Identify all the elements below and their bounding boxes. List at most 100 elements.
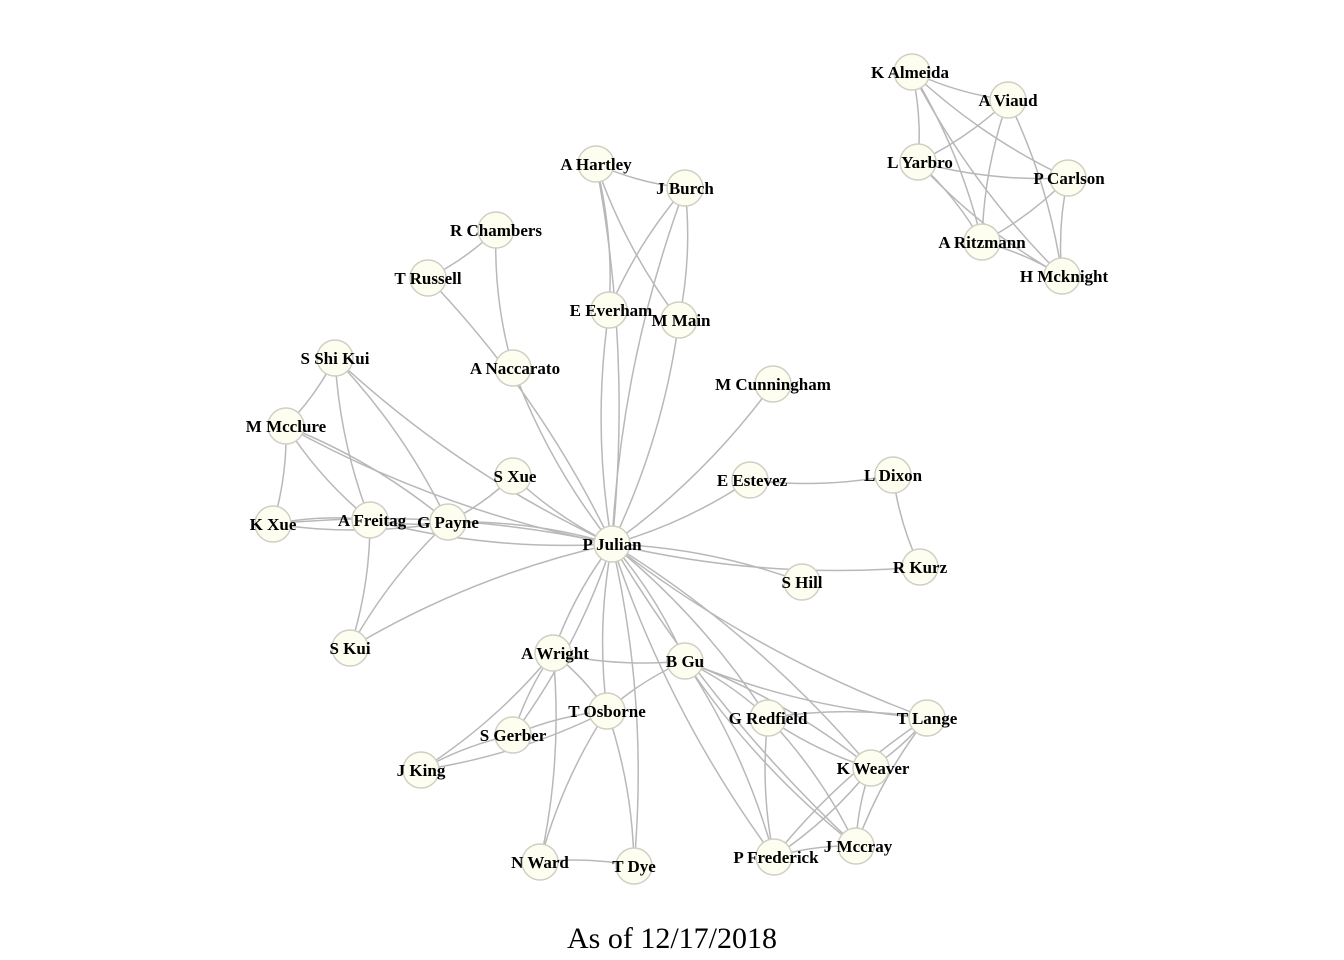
node-skui[interactable]: S Kui	[329, 629, 371, 667]
node-rkurz[interactable]: R Kurz	[893, 548, 948, 586]
node-kxue[interactable]: K Xue	[250, 505, 297, 543]
node-pcarlson[interactable]: P Carlson	[1033, 159, 1105, 197]
node-circle[interactable]	[494, 716, 532, 754]
node-circle[interactable]	[494, 349, 532, 387]
edge-aviaud-hmcknight	[1007, 99, 1063, 277]
node-circle[interactable]	[590, 291, 628, 329]
node-label: S Hill	[781, 573, 822, 592]
node-circle[interactable]	[749, 699, 787, 737]
node-circle[interactable]	[901, 548, 939, 586]
node-circle[interactable]	[254, 505, 292, 543]
node-circle[interactable]	[331, 629, 369, 667]
node-sgerber[interactable]: S Gerber	[480, 716, 547, 754]
node-label: P Julian	[582, 535, 642, 554]
node-mcunningham[interactable]: M Cunningham	[715, 365, 831, 403]
node-ldixon[interactable]: L Dixon	[864, 456, 923, 494]
edge-pjulian-tdye	[611, 543, 639, 867]
node-label: T Lange	[897, 709, 958, 728]
node-circle[interactable]	[1043, 257, 1081, 295]
node-label: A Freitag	[338, 511, 407, 530]
node-tdye[interactable]: T Dye	[612, 847, 656, 885]
node-circle[interactable]	[267, 407, 305, 445]
node-gredfield[interactable]: G Redfield	[729, 699, 808, 737]
node-circle[interactable]	[989, 81, 1027, 119]
node-label: E Estevez	[717, 471, 788, 490]
node-circle[interactable]	[588, 692, 626, 730]
edge-mmcclure-gpayne	[285, 425, 449, 523]
node-label: A Naccarato	[470, 359, 560, 378]
edge-kalmeida-pcarlson	[911, 71, 1069, 179]
node-sxue[interactable]: S Xue	[494, 457, 537, 495]
edge-rchambers-anaccarato	[494, 229, 514, 369]
edge-pjulian-jmccray	[611, 543, 857, 847]
node-label: G Redfield	[729, 709, 808, 728]
node-circle[interactable]	[494, 457, 532, 495]
node-circle[interactable]	[477, 211, 515, 249]
node-circle[interactable]	[666, 169, 704, 207]
node-circle[interactable]	[852, 749, 890, 787]
node-circle[interactable]	[908, 699, 946, 737]
node-nward[interactable]: N Ward	[511, 843, 569, 881]
node-circle[interactable]	[593, 525, 631, 563]
edge-skui-pjulian	[349, 543, 613, 649]
node-label: S Xue	[494, 467, 537, 486]
node-rchambers[interactable]: R Chambers	[450, 211, 542, 249]
node-mmcclure[interactable]: M Mcclure	[246, 407, 327, 445]
node-circle[interactable]	[1049, 159, 1087, 197]
node-ahartley[interactable]: A Hartley	[560, 145, 632, 183]
node-bgu[interactable]: B Gu	[666, 642, 704, 680]
node-circle[interactable]	[429, 503, 467, 541]
node-circle[interactable]	[755, 838, 793, 876]
node-jburch[interactable]: J Burch	[656, 169, 714, 207]
node-gpayne[interactable]: G Payne	[417, 503, 479, 541]
node-hmcknight[interactable]: H Mcknight	[1020, 257, 1109, 295]
node-kweaver[interactable]: K Weaver	[837, 749, 910, 787]
node-circle[interactable]	[316, 339, 354, 377]
node-jmccray[interactable]: J Mccray	[824, 827, 893, 865]
node-circle[interactable]	[351, 501, 389, 539]
node-circle[interactable]	[783, 563, 821, 601]
node-afreitag[interactable]: A Freitag	[338, 501, 407, 539]
node-circle[interactable]	[402, 751, 440, 789]
node-circle[interactable]	[534, 634, 572, 672]
node-eeverham[interactable]: E Everham	[570, 291, 653, 329]
node-circle[interactable]	[837, 827, 875, 865]
node-sshikui[interactable]: S Shi Kui	[301, 339, 370, 377]
node-circle[interactable]	[615, 847, 653, 885]
edge-ahartley-mmain	[595, 163, 680, 321]
node-circle[interactable]	[963, 223, 1001, 261]
node-tosborne[interactable]: T Osborne	[568, 692, 646, 730]
node-circle[interactable]	[409, 259, 447, 297]
node-pfrederick[interactable]: P Frederick	[733, 838, 819, 876]
node-aritzmann[interactable]: A Ritzmann	[938, 223, 1026, 261]
node-kalmeida[interactable]: K Almeida	[871, 53, 949, 91]
node-circle[interactable]	[521, 843, 559, 881]
node-circle[interactable]	[666, 642, 704, 680]
node-circle[interactable]	[893, 53, 931, 91]
node-jking[interactable]: J King	[397, 751, 446, 789]
date-caption: As of 12/17/2018	[567, 922, 777, 955]
node-circle[interactable]	[731, 461, 769, 499]
node-circle[interactable]	[577, 145, 615, 183]
edge-tosborne-tdye	[606, 710, 635, 867]
node-tlange[interactable]: T Lange	[897, 699, 958, 737]
node-awright[interactable]: A Wright	[521, 634, 589, 672]
node-trussell[interactable]: T Russell	[394, 259, 462, 297]
edge-sshikui-afreitag	[334, 357, 371, 521]
node-shill[interactable]: S Hill	[781, 563, 823, 601]
node-circle[interactable]	[874, 456, 912, 494]
node-aviaud[interactable]: A Viaud	[978, 81, 1038, 119]
node-anaccarato[interactable]: A Naccarato	[470, 349, 560, 387]
edge-mmain-pjulian	[611, 319, 680, 545]
node-circle[interactable]	[899, 143, 937, 181]
edge-bgu-pfrederick	[684, 660, 775, 858]
node-circle[interactable]	[754, 365, 792, 403]
node-pjulian[interactable]: P Julian	[582, 525, 642, 563]
edge-pjulian-tlange	[611, 543, 928, 719]
node-label: K Almeida	[871, 63, 949, 82]
node-circle[interactable]	[660, 301, 698, 339]
node-mmain[interactable]: M Main	[651, 301, 711, 339]
node-lyarbro[interactable]: L Yarbro	[887, 143, 953, 181]
node-eestevez[interactable]: E Estevez	[717, 461, 788, 499]
